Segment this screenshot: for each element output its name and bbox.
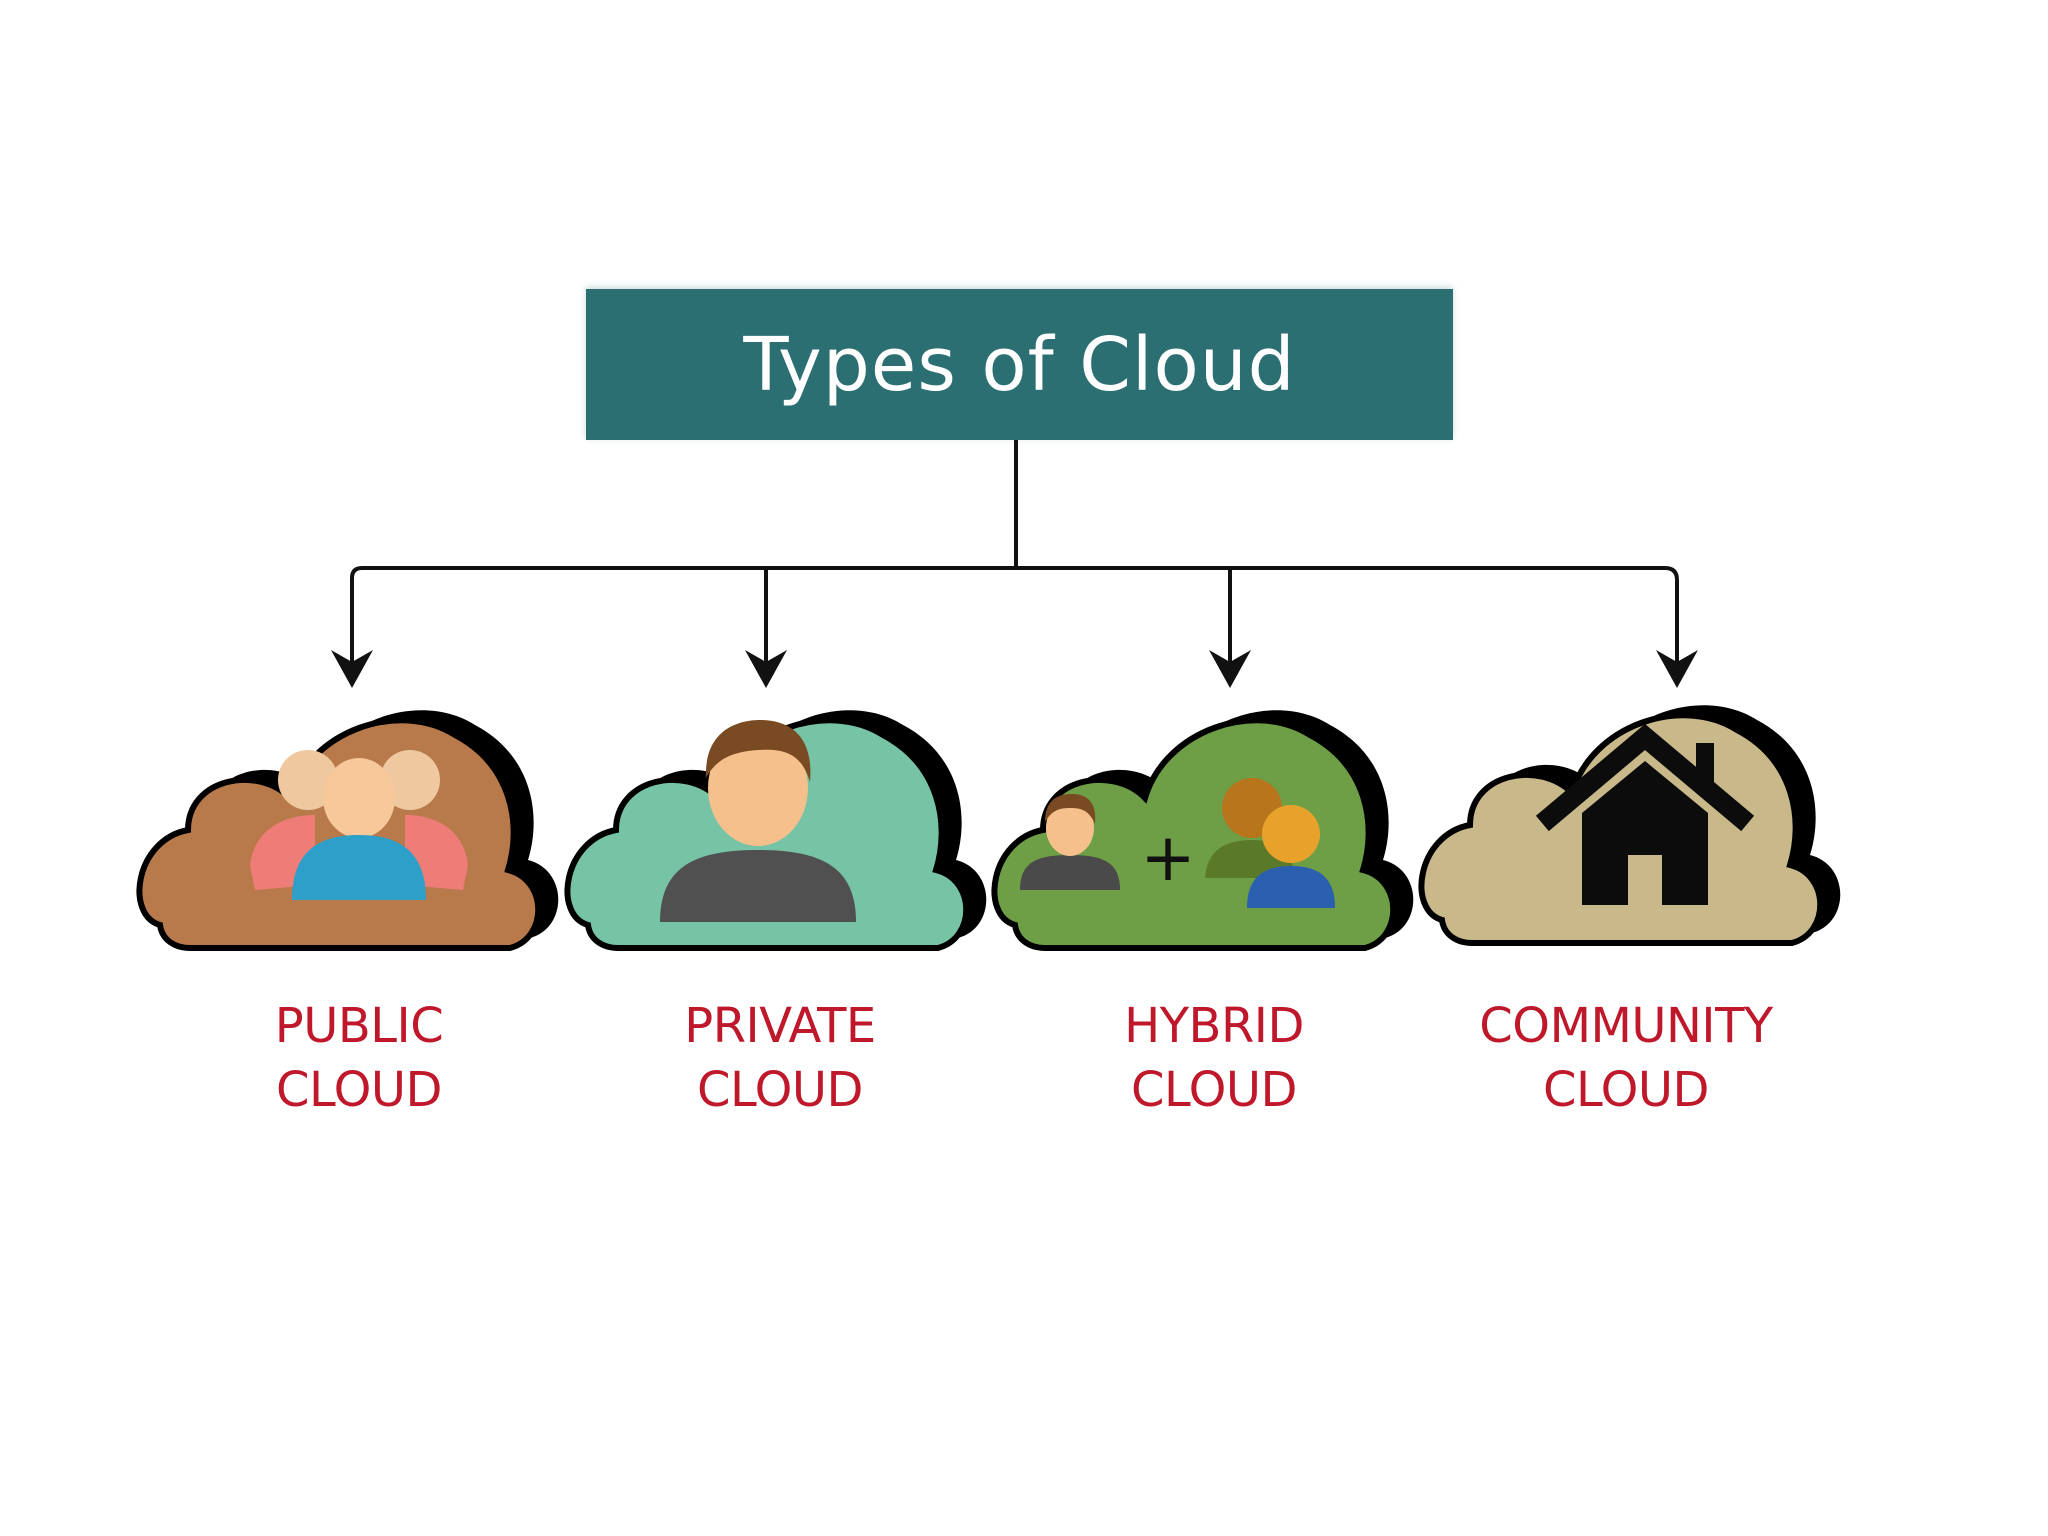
branch-line xyxy=(350,566,1679,672)
single-user-icon xyxy=(660,720,856,922)
arrowheads xyxy=(331,650,1698,688)
diagram-title: Types of Cloud xyxy=(743,321,1296,408)
hybrid-cloud-label-line1: HYBRID xyxy=(1124,998,1304,1054)
arrow-public xyxy=(331,650,373,688)
private-cloud xyxy=(567,710,987,948)
hybrid-cloud-label: HYBRID CLOUD xyxy=(1034,994,1394,1122)
public-cloud xyxy=(139,710,559,948)
house-icon xyxy=(1535,723,1755,905)
community-cloud xyxy=(1421,705,1841,943)
title-box: Types of Cloud xyxy=(586,289,1453,440)
community-cloud-label-line2: CLOUD xyxy=(1543,1062,1709,1118)
public-cloud-body xyxy=(139,720,538,948)
arrow-hybrid xyxy=(1209,650,1251,688)
connector-lines xyxy=(350,440,1679,672)
community-cloud-label: COMMUNITY CLOUD xyxy=(1446,994,1806,1122)
user-plus-users-icon: + xyxy=(1020,778,1335,908)
arrow-community xyxy=(1656,650,1698,688)
public-cloud-label-line1: PUBLIC xyxy=(274,998,444,1054)
private-cloud-label-line2: CLOUD xyxy=(697,1062,863,1118)
private-cloud-label: PRIVATE CLOUD xyxy=(600,994,960,1122)
private-cloud-label-line1: PRIVATE xyxy=(684,998,876,1054)
community-cloud-label-line1: COMMUNITY xyxy=(1479,998,1773,1054)
hybrid-cloud-label-line2: CLOUD xyxy=(1131,1062,1297,1118)
svg-text:+: + xyxy=(1140,819,1195,896)
arrow-private xyxy=(745,650,787,688)
hybrid-cloud: + xyxy=(994,710,1414,948)
group-users-icon xyxy=(250,750,468,900)
public-cloud-label-line2: CLOUD xyxy=(276,1062,442,1118)
public-cloud-label: PUBLIC CLOUD xyxy=(179,994,539,1122)
